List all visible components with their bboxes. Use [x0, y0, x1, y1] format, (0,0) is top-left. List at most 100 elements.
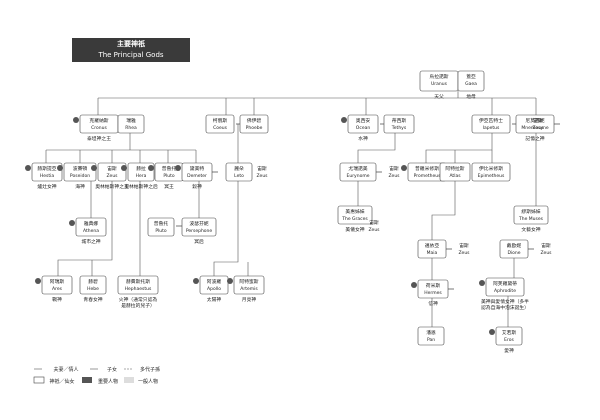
node-sub-pluto-0: 冥王 [164, 184, 174, 190]
deity-symbol-icon [91, 165, 97, 171]
legend-deity: 神祇／仙女 [49, 378, 74, 385]
node-en-prometheus: Prometheus [414, 173, 442, 179]
node-box-leto [225, 162, 253, 182]
zeus-tag-en-3: Zeus [532, 125, 544, 131]
node-zh-rhea: 瑞雅 [126, 117, 136, 124]
node-zh-poseidon: 波賽頓 [73, 165, 88, 172]
link-leto-children [213, 181, 239, 276]
node-en-persephone: Persephone [186, 228, 213, 234]
node-zh-oceanus: 奧西安 [356, 117, 371, 124]
node-sub-aphrodite-1: 認為自海中泡沫誕生） [481, 304, 529, 311]
node-box-graces [337, 205, 373, 225]
deity-symbol-icon [148, 165, 154, 171]
node-zh-aphrodite: 阿芙羅黛蒂 [493, 280, 517, 287]
node-box-eros [495, 326, 523, 346]
node-zh-apollo: 阿波羅 [207, 278, 222, 285]
node-sub-aphrodite-0: 美神與愛情女神（多半 [481, 298, 529, 305]
node-zh-mnemosyne: 尼莫西妮 [525, 117, 544, 124]
node-en-poseidon: Poseidon [70, 173, 90, 179]
node-box-phoebe [239, 114, 269, 134]
legend-spouse: 夫妻／情人 [53, 366, 78, 373]
node-en-hephaestus: Hephaestus [125, 286, 152, 292]
node-sub-muses-0: 文藝女神 [521, 226, 540, 233]
node-en-hera: Hera [136, 173, 147, 179]
node-en-aphrodite: Aphrodite [494, 288, 516, 294]
node-en-ares: Ares [52, 286, 63, 292]
node-zh-atlas: 阿特拉斯 [445, 165, 464, 172]
node-en-atlas: Atlas [449, 173, 461, 179]
node-box-zeus [97, 162, 127, 182]
node-box-eurynome [339, 162, 377, 182]
node-sub-cronus-0: 泰坦神之王 [87, 135, 111, 142]
node-box-uranus [419, 70, 459, 92]
deity-symbol-icon [35, 278, 41, 284]
node-box-apollo [199, 275, 229, 295]
node-box-atlas [439, 162, 471, 182]
deity-symbol-icon [25, 165, 31, 171]
node-sub-apollo-0: 太陽神 [207, 296, 222, 303]
node-box-hera [127, 162, 155, 182]
legend-mortal: 一般人物 [138, 378, 158, 385]
node-box-muses [513, 205, 549, 225]
node-en-pan: Pan [427, 337, 435, 343]
node-zh-hestia: 赫斯提亞 [37, 165, 56, 172]
node-sub-zeus-0: 奧林帕斯神之王 [95, 183, 129, 190]
title-zh: 主要神祇 [117, 40, 145, 48]
node-sub-eros-0: 愛神 [504, 347, 514, 354]
link-ocean-eurynome [357, 124, 396, 163]
node-en-leto: Leto [234, 173, 244, 179]
deity-symbol-icon [57, 165, 63, 171]
link-atlas-maia [431, 181, 456, 240]
node-en-pluto2: Pluto [155, 228, 167, 234]
node-box-pluto2 [147, 217, 175, 237]
legend-mortal-swatch [124, 377, 134, 383]
node-en-pluto: Pluto [163, 173, 175, 179]
zeus-tag-en-2: Zeus [388, 173, 400, 179]
node-box-gaea [457, 70, 485, 92]
node-zh-cronus: 克羅納斯 [89, 117, 108, 124]
node-sub-graces-0: 美儀女神 [345, 226, 364, 233]
node-zh-hebe: 赫碧 [88, 278, 98, 285]
node-box-aphrodite [485, 277, 525, 297]
node-box-mnemosyne [515, 114, 555, 134]
node-zh-persephone: 波瑟芬妮 [189, 220, 208, 227]
node-sub-athena-0: 城市之神 [81, 238, 100, 245]
node-zh-gaea: 蓋亞 [466, 73, 476, 80]
link-iapetus-sons [425, 133, 493, 163]
node-en-uranus: Uranus [431, 81, 448, 87]
node-zh-pan: 潘恩 [426, 329, 436, 336]
node-box-ares [41, 275, 73, 295]
node-zh-leto: 麗朵 [234, 166, 244, 172]
node-zh-hermes: 荷米斯 [426, 282, 441, 289]
node-box-iapetus [471, 114, 511, 134]
deity-symbol-icon [73, 117, 79, 123]
node-sub-demeter-0: 穀神 [192, 183, 202, 190]
node-box-epimetheus [471, 162, 511, 182]
node-box-hebe [79, 275, 107, 295]
node-sub-hestia-0: 爐灶女神 [37, 183, 56, 190]
node-sub-oceanus-0: 水神 [358, 135, 368, 142]
node-zh-artemis: 阿特蜜斯 [239, 278, 258, 285]
node-zh-tethys: 蒂西斯 [392, 117, 407, 124]
node-en-oceanus: Ocean [356, 125, 371, 131]
node-zh-athena: 雅典娜 [84, 220, 99, 227]
node-zh-muses: 繆斯姊妹 [521, 208, 540, 215]
zeus-tag-zh-0: 宙斯 [257, 165, 267, 172]
